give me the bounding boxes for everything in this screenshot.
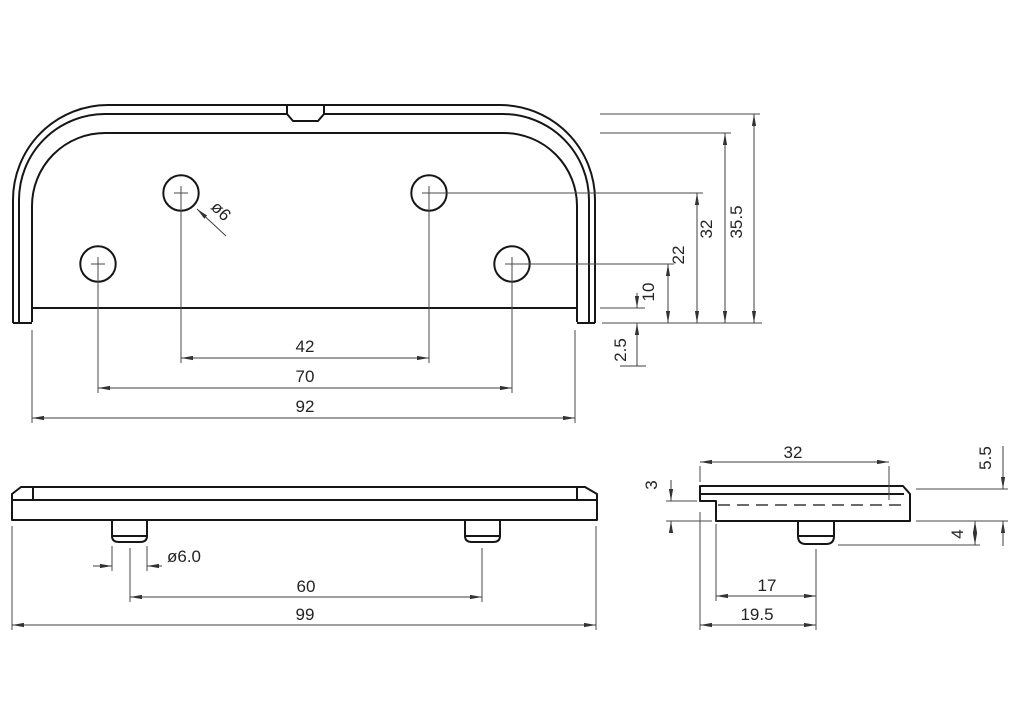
end-view-outline bbox=[699, 485, 911, 522]
dim-top-35-5: 35.5 bbox=[727, 205, 746, 238]
side-view bbox=[11, 486, 598, 543]
side-view-dimensions: ø6.0 60 99 bbox=[11, 526, 597, 630]
dim-end-3: 3 bbox=[642, 480, 661, 489]
top-view-middle-contour bbox=[18, 106, 590, 323]
top-view bbox=[12, 104, 596, 324]
end-view-pin bbox=[797, 521, 835, 545]
dim-top-92: 92 bbox=[296, 397, 315, 416]
dim-top-22: 22 bbox=[669, 246, 688, 265]
top-view-inner-contour bbox=[31, 132, 578, 322]
dim-end-17: 17 bbox=[758, 576, 777, 595]
top-view-dimensions: 42 70 92 10 22 32 35.5 2.5 ø6 bbox=[31, 113, 762, 423]
dim-end-5-5: 5.5 bbox=[976, 446, 995, 470]
dim-top-32: 32 bbox=[697, 220, 716, 239]
dim-end-4: 4 bbox=[948, 529, 967, 538]
dim-end-19-5: 19.5 bbox=[740, 605, 773, 624]
dim-end-32: 32 bbox=[784, 443, 803, 462]
hole-diameter-leader bbox=[196, 208, 227, 237]
side-view-pins bbox=[111, 521, 501, 543]
end-view-dimensions: 32 3 5.5 4 17 19.5 bbox=[642, 443, 1008, 630]
dim-side-pin-dia: ø6.0 bbox=[167, 547, 201, 566]
dim-top-10: 10 bbox=[639, 283, 658, 302]
end-view bbox=[699, 485, 911, 545]
top-view-outer-contour bbox=[12, 104, 596, 324]
top-view-extension-lines bbox=[31, 113, 762, 423]
hole-center-marks bbox=[91, 186, 519, 271]
dim-side-60: 60 bbox=[297, 577, 316, 596]
dim-side-99: 99 bbox=[296, 605, 315, 624]
dim-top-42: 42 bbox=[296, 337, 315, 356]
hole-diameter-note: ø6 bbox=[207, 197, 234, 224]
side-view-inner-lines bbox=[12, 487, 597, 501]
side-view-extension-lines bbox=[11, 526, 597, 630]
dim-top-70: 70 bbox=[296, 367, 315, 386]
side-view-outline bbox=[11, 486, 598, 521]
dim-top-2-5: 2.5 bbox=[611, 338, 630, 362]
end-view-extension-lines bbox=[666, 466, 1008, 630]
